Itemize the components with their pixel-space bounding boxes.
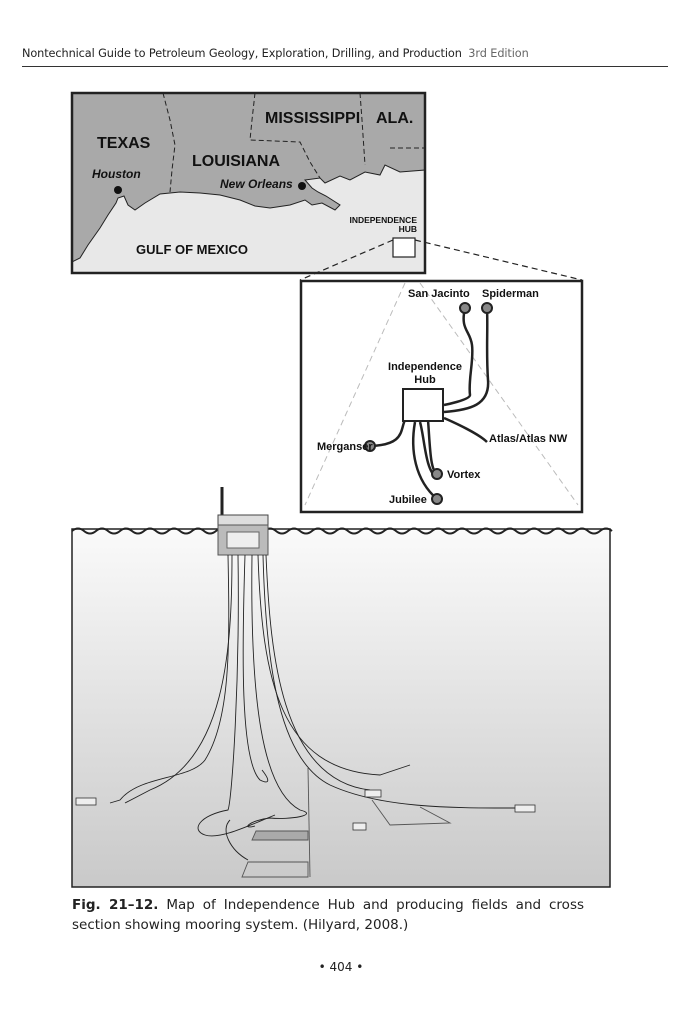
hub-label-2: Hub — [414, 374, 436, 386]
label-texas: TEXAS — [97, 135, 151, 152]
label-gulf: GULF OF MEXICO — [136, 242, 248, 257]
caption-text: Map of Independence Hub and producing fi… — [72, 897, 585, 933]
platform — [217, 487, 269, 556]
running-header: Nontechnical Guide to Petroleum Geology,… — [22, 47, 529, 60]
label-alabama: ALA. — [376, 110, 413, 127]
field-inset: San Jacinto Spiderman Independence Hub A… — [299, 279, 584, 514]
field-vortex: Vortex — [447, 469, 481, 481]
label-new-orleans: New Orleans — [220, 177, 293, 191]
caption-label: Fig. 21–12. — [72, 897, 159, 913]
book-title: Nontechnical Guide to Petroleum Geology,… — [22, 47, 462, 60]
figure-caption: Fig. 21–12. Map of Independence Hub and … — [72, 895, 584, 935]
label-louisiana: LOUISIANA — [192, 153, 280, 170]
label-mississippi: MISSISSIPPI — [265, 110, 360, 127]
page-number: • 404 • — [318, 960, 364, 974]
label-hub-2: HUB — [399, 224, 417, 234]
edition: 3rd Edition — [468, 47, 529, 60]
hub-marker — [392, 237, 416, 258]
field-jubilee: Jubilee — [389, 494, 427, 506]
mooring-cross-section — [71, 487, 613, 888]
location-map: TEXAS LOUISIANA MISSISSIPPI ALA. Houston… — [70, 91, 427, 275]
field-spiderman: Spiderman — [482, 288, 539, 300]
field-san-jacinto: San Jacinto — [408, 288, 470, 300]
hub-label-1: Independence — [388, 361, 462, 373]
header-rule — [22, 66, 668, 67]
label-houston: Houston — [92, 167, 141, 181]
label-hub-1: INDEPENDENCE — [349, 215, 417, 225]
field-merganser: Merganser — [317, 441, 373, 453]
field-atlas: Atlas/Atlas NW — [489, 433, 568, 445]
